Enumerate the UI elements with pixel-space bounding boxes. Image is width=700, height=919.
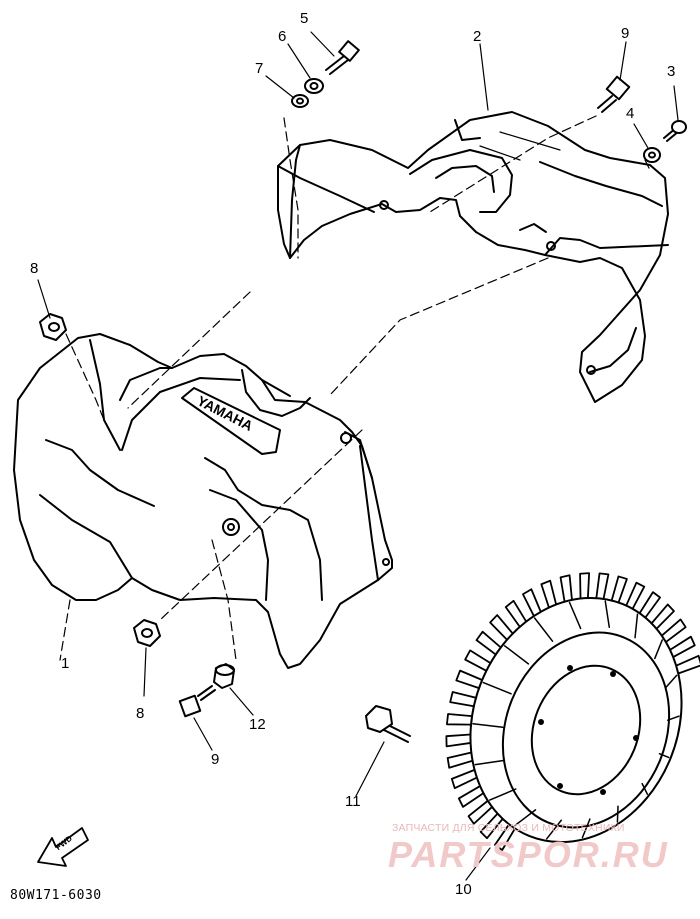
- flywheel-rib: [482, 681, 512, 695]
- flywheel-rib: [545, 819, 563, 840]
- cooling-fin: [467, 799, 494, 825]
- cooling-fin: [579, 572, 591, 600]
- flywheel-rib: [568, 601, 582, 630]
- flywheel-fan-part: [445, 572, 700, 851]
- forward-arrow-icon: [37, 827, 89, 867]
- cooling-fin: [650, 603, 675, 630]
- cooling-fin: [446, 713, 473, 726]
- flywheel-rib: [658, 752, 670, 759]
- cooling-fin: [669, 635, 696, 658]
- washer-4: [643, 147, 661, 163]
- callout-9-top: 9: [621, 25, 630, 42]
- flywheel-rib: [503, 645, 530, 665]
- flywheel-rib: [616, 805, 619, 823]
- flywheel-rib: [533, 617, 554, 642]
- upper-shroud-part: [277, 111, 669, 403]
- callout-3: 3: [667, 63, 676, 80]
- nut-8-upper: [39, 313, 67, 341]
- cooling-fin: [494, 823, 516, 851]
- collar-12: [213, 663, 235, 689]
- callout-8-bottom: 8: [136, 705, 145, 722]
- flywheel-rib: [641, 782, 649, 795]
- callout-6: 6: [278, 28, 287, 45]
- callout-2: 2: [473, 28, 482, 45]
- cooling-fin: [455, 669, 484, 690]
- cooling-fin: [504, 599, 528, 628]
- cooling-fin: [522, 588, 542, 617]
- drawing-code: 80W171-6030: [10, 888, 102, 903]
- flywheel-rib: [665, 674, 678, 688]
- flywheel-rib: [667, 715, 680, 721]
- callout-9-bottom: 9: [211, 751, 220, 768]
- cooling-fin: [610, 575, 628, 604]
- leader-lines: [37, 31, 679, 881]
- cooling-fin: [475, 630, 502, 656]
- flywheel-rib: [488, 788, 517, 801]
- bolt-11: [365, 705, 411, 743]
- cooling-fin: [638, 591, 661, 619]
- flywheel-rib: [472, 723, 504, 729]
- callout-4: 4: [626, 105, 635, 122]
- cooling-fin: [450, 768, 478, 790]
- callout-11: 11: [345, 793, 361, 810]
- watermark-tagline: ЗАПЧАСТИ ДЛЯ СЕЛЬХОЗ И МОТОТЕХНИКИ: [392, 822, 625, 834]
- washer-6: [304, 78, 324, 94]
- cooling-fin: [457, 785, 485, 808]
- cooling-fin: [449, 691, 477, 708]
- cooling-fin: [446, 751, 474, 769]
- washer-7: [291, 94, 309, 108]
- callout-1: 1: [61, 655, 70, 672]
- cooling-fin: [675, 654, 700, 675]
- flywheel-rib: [513, 809, 537, 827]
- flywheel-rib: [604, 600, 611, 628]
- lower-cover-part: [13, 333, 393, 669]
- callout-8-top: 8: [30, 260, 39, 277]
- cooling-fin: [625, 581, 646, 610]
- nut-8-lower: [133, 619, 161, 647]
- callout-5: 5: [300, 10, 309, 27]
- flywheel-rib: [634, 613, 639, 639]
- callout-7: 7: [255, 60, 264, 77]
- cooling-fin: [464, 649, 492, 672]
- bolt-5: [325, 40, 360, 75]
- flywheel-rib: [654, 639, 664, 660]
- screw-3: [663, 120, 687, 142]
- cooling-fin: [479, 812, 504, 840]
- watermark-logo: PARTSPOR.RU: [388, 834, 669, 875]
- bolt-9-upper: [597, 75, 631, 113]
- cooling-fin: [595, 572, 610, 600]
- callout-10: 10: [455, 881, 472, 898]
- cooling-fin: [489, 614, 514, 641]
- assembly-lines: [59, 115, 651, 661]
- flywheel-rib: [474, 759, 506, 766]
- cooling-fin: [559, 574, 573, 603]
- callout-12: 12: [249, 716, 266, 733]
- bolt-9-lower: [178, 685, 216, 718]
- cooling-fin: [660, 618, 687, 643]
- cooling-fin: [445, 733, 472, 748]
- cooling-fin: [540, 579, 558, 609]
- flywheel-rib: [581, 818, 591, 839]
